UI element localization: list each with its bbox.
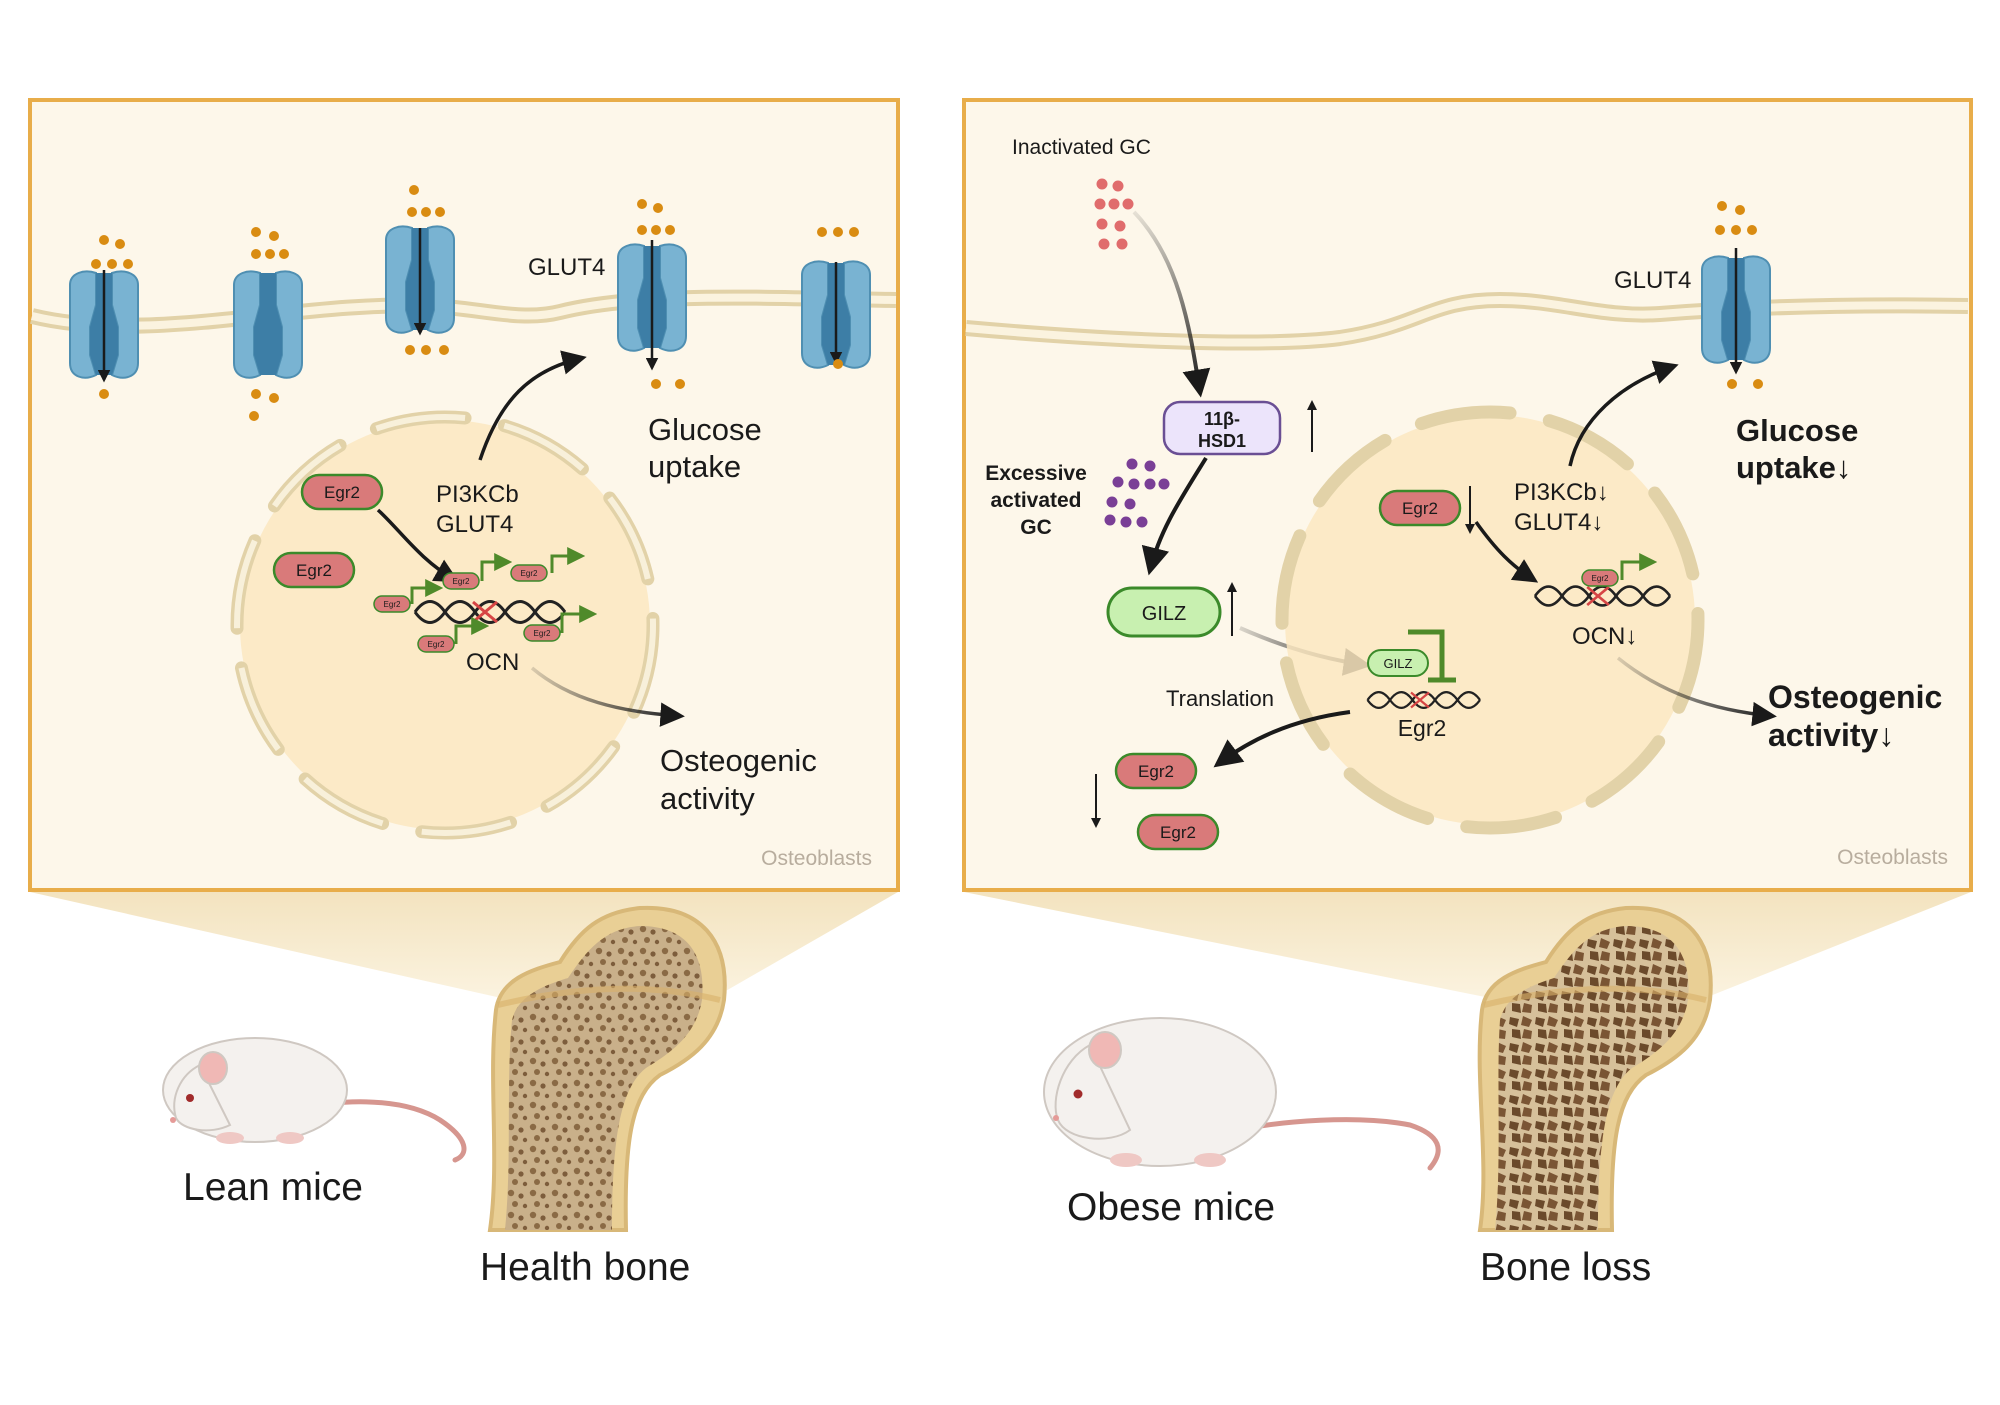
right-nuclear-envelope — [1275, 405, 1705, 835]
egr2-protein: Egr2 — [300, 473, 384, 511]
svg-text:Egr2: Egr2 — [1402, 499, 1438, 518]
obese-mouse-icon — [1043, 1017, 1441, 1171]
11b-hsd1-enzyme: 11β- HSD1 — [1162, 400, 1282, 456]
svg-text:Egr2: Egr2 — [521, 569, 538, 578]
right-panel: Inactivated GC 11β- HSD1 Excessive activ… — [962, 98, 1973, 892]
pi3kcb-label: PI3KCb — [436, 481, 519, 508]
transcription-arrow — [1620, 553, 1658, 580]
egr2-protein: Egr2 — [1114, 752, 1198, 790]
glut4-label: GLUT4 — [528, 254, 605, 281]
healthy-femur-icon — [487, 905, 727, 1232]
glut4-transporter-icon — [801, 260, 871, 369]
lean-mouse-icon — [162, 1037, 467, 1163]
osteoporotic-femur-icon — [1477, 905, 1713, 1232]
glucose-uptake-label: Glucose — [1736, 413, 1858, 448]
glucose-uptake-arrow — [1568, 360, 1679, 467]
svg-text:GILZ: GILZ — [1384, 656, 1413, 671]
excessive-gc-label: GC — [1020, 516, 1052, 539]
excessive-gc-label: activated — [990, 489, 1081, 512]
glucose-uptake-label: uptake — [648, 449, 741, 484]
health-bone-label: Health bone — [480, 1246, 690, 1289]
svg-text:Egr2: Egr2 — [534, 629, 551, 638]
osteogenic-arrow — [530, 666, 685, 727]
egr2-protein: Egr2 — [1136, 813, 1220, 851]
left-nucleus — [240, 420, 650, 830]
gilz-small-protein: GILZ — [1367, 649, 1429, 677]
translation-arrow — [1213, 710, 1351, 768]
inactivated-gc-label: Inactivated GC — [1012, 136, 1151, 159]
glut4-transporter-icon — [617, 240, 687, 371]
ocn-label: OCN — [466, 649, 519, 676]
osteogenic-activity-label: Osteogenic — [1768, 679, 1942, 715]
svg-text:Egr2: Egr2 — [453, 577, 470, 586]
obese-mice-label: Obese mice — [1067, 1186, 1275, 1229]
gilz-protein: GILZ — [1106, 586, 1222, 638]
glucose-molecules — [91, 185, 859, 421]
svg-text:Egr2: Egr2 — [296, 561, 332, 580]
inactivated-gc-molecules — [1094, 178, 1134, 250]
excessive-gc-label: Excessive — [985, 462, 1087, 485]
svg-text:Egr2: Egr2 — [1138, 762, 1174, 781]
glut4-transporter-icon — [1701, 248, 1771, 375]
ocn-label: OCN↓ — [1572, 623, 1637, 650]
svg-text:GILZ: GILZ — [1142, 603, 1186, 625]
egr2-gene-label: Egr2 — [1398, 715, 1447, 741]
svg-text:HSD1: HSD1 — [1198, 431, 1246, 451]
egr2-protein: Egr2 — [272, 551, 356, 589]
glut4-transporter-icon — [69, 270, 139, 383]
left-zoom-wedge — [30, 892, 898, 1000]
osteogenic-activity-label: activity — [660, 781, 755, 816]
glut4-transporter-icon — [233, 270, 303, 379]
glucose-uptake-label: uptake↓ — [1736, 450, 1851, 485]
osteoblasts-label: Osteoblasts — [1837, 846, 1948, 869]
egr2-protein: Egr2 — [1378, 489, 1462, 527]
osteoblasts-label: Osteoblasts — [761, 847, 872, 870]
egr2-small-protein: Egr2 Egr2 Egr2 Egr2 Egr2 — [373, 564, 561, 653]
activated-gc-molecules — [1104, 458, 1170, 528]
osteogenic-activity-label: activity↓ — [1768, 717, 1894, 753]
osteogenic-arrow — [1616, 656, 1777, 727]
glucose-molecules — [1715, 201, 1763, 389]
transcription-arrows — [410, 547, 598, 644]
pi3kcb-label: PI3KCb↓ — [1514, 479, 1609, 506]
svg-text:Egr2: Egr2 — [1592, 574, 1609, 583]
glut4-gene-label: GLUT4 — [436, 511, 513, 538]
svg-text:Egr2: Egr2 — [428, 640, 445, 649]
egr2-small-protein: Egr2 — [1581, 569, 1619, 587]
glut4-label: GLUT4 — [1614, 267, 1691, 294]
svg-text:Egr2: Egr2 — [384, 600, 401, 609]
translation-label: Translation — [1166, 686, 1274, 711]
glut4-gene-label: GLUT4↓ — [1514, 509, 1603, 536]
right-zoom-wedge — [964, 892, 1971, 1000]
egr2-binding-arrow — [1474, 520, 1539, 583]
gc-activation-arrow — [1132, 210, 1211, 398]
svg-text:11β-: 11β- — [1204, 409, 1240, 429]
glut4-transporter-icon — [385, 225, 455, 336]
bone-loss-label: Bone loss — [1480, 1246, 1651, 1289]
gilz-induction-arrow — [1141, 456, 1208, 576]
svg-text:Egr2: Egr2 — [324, 483, 360, 502]
gilz-inhibition-bar — [1408, 629, 1456, 683]
left-panel: GLUT4 Egr2 Egr2 Egr2 Egr2 Egr2 Egr2 Egr2 — [28, 98, 900, 892]
svg-text:Egr2: Egr2 — [1160, 823, 1196, 842]
egr2-binding-arrow — [376, 508, 460, 583]
glucose-uptake-label: Glucose — [648, 412, 762, 447]
glucose-uptake-arrow — [478, 350, 587, 461]
osteogenic-activity-label: Osteogenic — [660, 743, 817, 778]
lean-mice-label: Lean mice — [183, 1166, 363, 1209]
